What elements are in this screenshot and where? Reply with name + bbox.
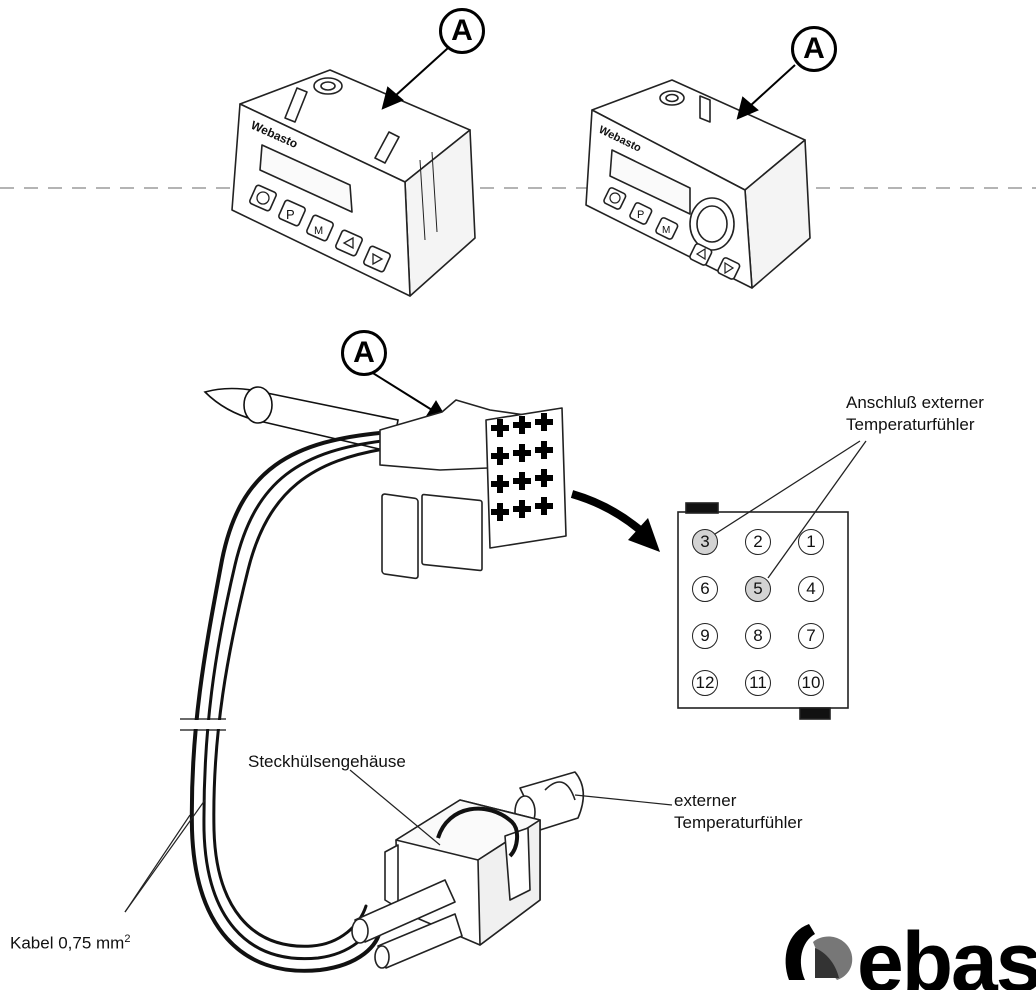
pin-7: 7 (798, 623, 824, 649)
brand-logo: ebas (775, 918, 1036, 990)
anschluss-label-line1: Anschluß externer (846, 393, 984, 412)
sensor-wire-loop (436, 806, 519, 858)
kabel-label: Kabel 0,75 mm2 (10, 929, 130, 954)
right-unit-button-glyphs: P M (609, 192, 735, 275)
cable-harness (189, 386, 399, 973)
label-leader-lines (124, 769, 673, 913)
anschluss-label-line2: Temperaturfühler (846, 415, 975, 434)
right-button-m: M (662, 225, 670, 236)
pin-12: 12 (692, 670, 718, 696)
curved-arrow (570, 490, 660, 552)
callout-a-connector: A (341, 330, 387, 376)
control-unit-right (585, 79, 811, 289)
callout-a-left-unit: A (439, 8, 485, 54)
sensor-housing (351, 771, 585, 969)
externer-label-line1: externer (674, 791, 737, 810)
logo-swoosh-icon (785, 924, 853, 980)
pin-5: 5 (745, 576, 771, 602)
callout-arrows (367, 47, 796, 421)
externer-label-line2: Temperaturfühler (674, 813, 803, 832)
control-unit-left (231, 69, 476, 297)
pin-2: 2 (745, 529, 771, 555)
pin-3: 3 (692, 529, 718, 555)
pin-10: 10 (798, 670, 824, 696)
connector-12pin (379, 399, 567, 580)
logo-text: ebas (857, 918, 1036, 990)
right-button-p: P (637, 209, 644, 221)
pin-6: 6 (692, 576, 718, 602)
pin-1: 1 (798, 529, 824, 555)
kabel-label-text: Kabel 0,75 mm (10, 933, 125, 953)
steckhuelse-label: Steckhülsengehäuse (248, 752, 406, 771)
callout-a-right-unit: A (791, 26, 837, 72)
pin-leader-lines (714, 440, 867, 579)
connector-pin-crosses (491, 413, 553, 521)
pin-11: 11 (745, 670, 771, 696)
left-unit-button-glyphs: P M (256, 191, 384, 266)
pin-9: 9 (692, 623, 718, 649)
cable-break-mark (180, 718, 226, 731)
left-button-p: P (286, 207, 295, 222)
kabel-label-sup: 2 (124, 933, 131, 945)
pin-8: 8 (745, 623, 771, 649)
left-button-m: M (314, 225, 323, 237)
pin-4: 4 (798, 576, 824, 602)
